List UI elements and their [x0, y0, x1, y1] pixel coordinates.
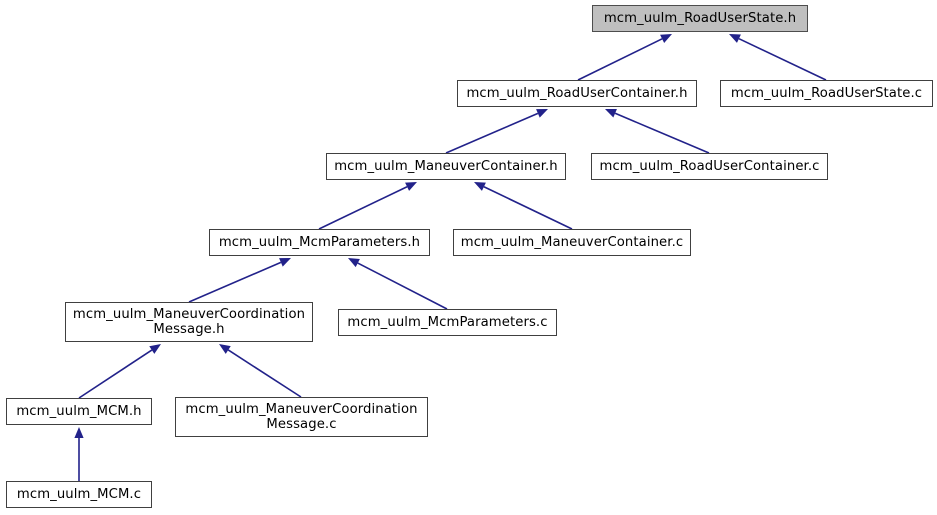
- graph-edge-arrowhead: [279, 258, 291, 267]
- graph-node-maneuvercontainer_h[interactable]: mcm_uulm_ManeuverContainer.h: [326, 153, 566, 180]
- graph-node-roadusercontainer_c[interactable]: mcm_uulm_RoadUserContainer.c: [591, 153, 828, 180]
- graph-node-maneuvercoordinationmessage_c[interactable]: mcm_uulm_ManeuverCoordination Message.c: [175, 397, 428, 437]
- graph-edge-line: [78, 349, 153, 399]
- graph-node-label: mcm_uulm_RoadUserContainer.h: [466, 86, 688, 101]
- graph-edge-line: [738, 37, 827, 81]
- graph-node-label: mcm_uulm_McmParameters.c: [347, 315, 548, 330]
- graph-edge-line: [357, 262, 448, 310]
- graph-edge-line: [227, 349, 302, 398]
- graph-edge-arrowhead: [660, 34, 672, 43]
- graph-node-label: mcm_uulm_RoadUserState.h: [603, 11, 797, 26]
- graph-edge-line: [614, 112, 710, 154]
- graph-edge-arrowhead: [348, 258, 360, 268]
- graph-node-label: mcm_uulm_McmParameters.h: [218, 235, 421, 250]
- graph-node-maneuvercoordinationmessage_h[interactable]: mcm_uulm_ManeuverCoordination Message.h: [65, 302, 313, 342]
- graph-edge-arrowhead: [474, 182, 486, 191]
- graph-edge-line: [188, 261, 282, 303]
- graph-node-roadusercontainer_h[interactable]: mcm_uulm_RoadUserContainer.h: [457, 80, 697, 107]
- graph-node-mcm_c[interactable]: mcm_uulm_MCM.c: [6, 481, 152, 508]
- graph-edge-arrowhead: [149, 344, 161, 354]
- graph-node-roaduserstate_h[interactable]: mcm_uulm_RoadUserState.h: [592, 5, 808, 32]
- graph-node-mcmparameters_c[interactable]: mcm_uulm_McmParameters.c: [338, 309, 557, 336]
- graph-node-maneuvercontainer_c[interactable]: mcm_uulm_ManeuverContainer.c: [453, 229, 691, 256]
- graph-node-label: mcm_uulm_RoadUserState.c: [730, 86, 923, 101]
- graph-edge-line: [577, 38, 663, 81]
- graph-node-mcmparameters_h[interactable]: mcm_uulm_McmParameters.h: [209, 229, 430, 256]
- graph-edge-arrowhead: [536, 109, 548, 118]
- graph-edge-line: [483, 186, 573, 230]
- graph-node-label: mcm_uulm_ManeuverCoordination Message.c: [185, 402, 418, 432]
- graph-edge-arrowhead: [219, 344, 231, 354]
- graph-node-label: mcm_uulm_ManeuverCoordination Message.h: [72, 307, 306, 337]
- graph-edge-arrowhead: [405, 182, 417, 191]
- graph-node-label: mcm_uulm_MCM.h: [16, 404, 142, 419]
- graph-edge-arrowhead: [605, 109, 617, 118]
- graph-node-roaduserstate_c[interactable]: mcm_uulm_RoadUserState.c: [720, 80, 933, 107]
- graph-edge-arrowhead: [74, 427, 84, 438]
- graph-edge-line: [445, 112, 539, 154]
- graph-edge-arrowhead: [729, 34, 741, 43]
- graph-node-label: mcm_uulm_ManeuverContainer.c: [460, 235, 684, 250]
- graph-node-label: mcm_uulm_MCM.c: [16, 487, 142, 502]
- graph-edge-line: [318, 186, 408, 230]
- graph-node-mcm_h[interactable]: mcm_uulm_MCM.h: [6, 398, 152, 425]
- graph-node-label: mcm_uulm_RoadUserContainer.c: [599, 159, 820, 174]
- graph-node-label: mcm_uulm_ManeuverContainer.h: [334, 159, 558, 174]
